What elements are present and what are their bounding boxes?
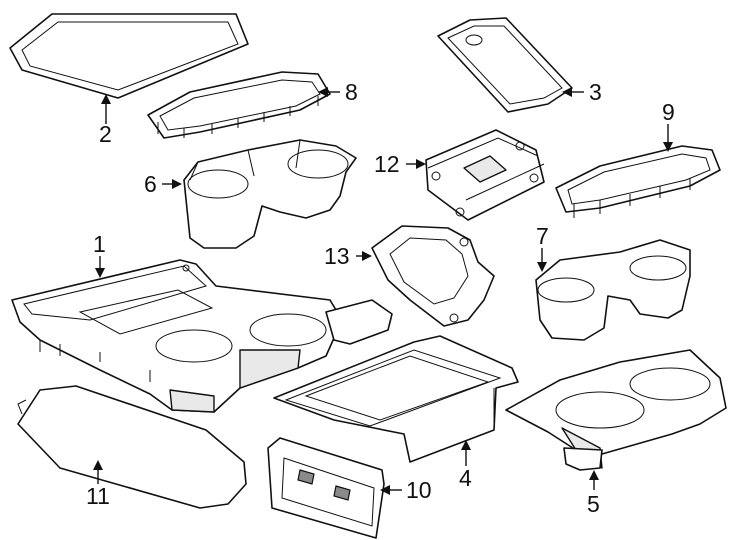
callout-13: 13 (324, 243, 350, 269)
callout-7: 7 (536, 223, 549, 249)
part-11-armrest-lid (17, 385, 247, 509)
part-9-bezel (555, 145, 721, 218)
callout-4: 4 (459, 465, 472, 491)
callout-6: 6 (144, 171, 157, 197)
part-13-bracket (371, 225, 495, 327)
part-7-cupholder-insert (535, 239, 691, 341)
callout-8: 8 (345, 79, 358, 105)
callout-2: 2 (99, 121, 112, 147)
part-12-module (425, 129, 545, 221)
part-2-mat (9, 13, 249, 99)
part-10-pocket (267, 437, 385, 539)
part-3-lid-pad (437, 17, 573, 113)
part-4-storage-bin (273, 335, 519, 463)
part-1-console-body (11, 259, 393, 413)
callout-9: 9 (662, 99, 675, 125)
callout-11: 11 (86, 483, 110, 509)
callout-10: 10 (406, 477, 432, 503)
callout-3: 3 (589, 79, 602, 105)
leader-lines (93, 87, 673, 495)
part-5-trim-bezel (505, 349, 727, 471)
callout-12: 12 (374, 151, 400, 177)
callout-5: 5 (587, 491, 600, 517)
part-8-bezel (147, 71, 331, 139)
callout-1: 1 (93, 231, 106, 257)
part-6-cupholder-insert (183, 139, 357, 249)
